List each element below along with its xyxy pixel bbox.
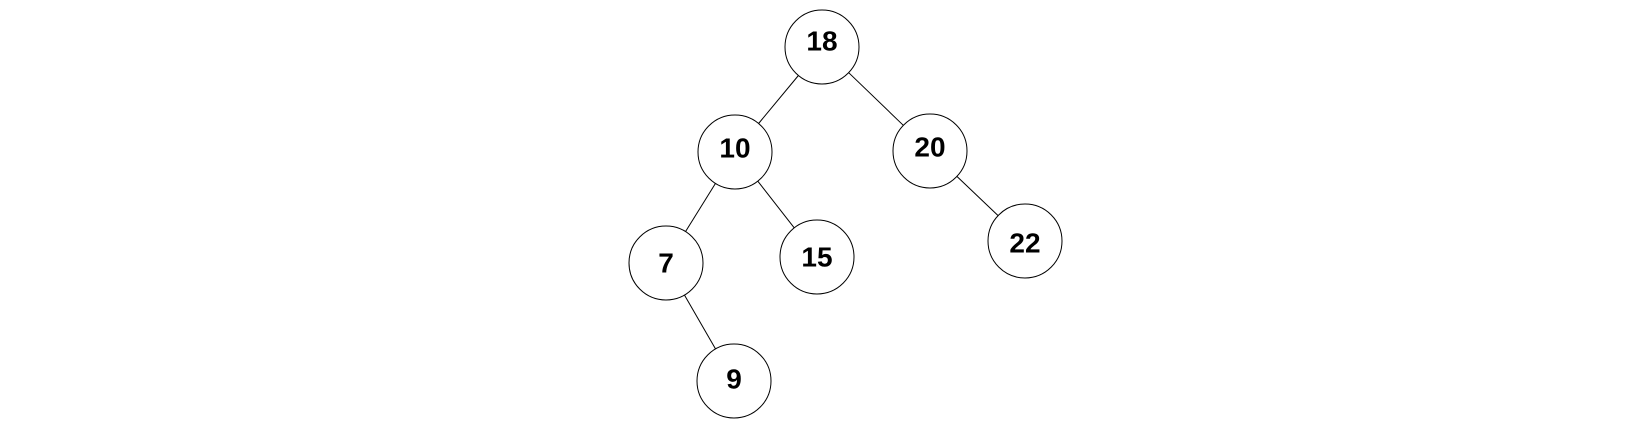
node-label: 20 — [914, 132, 945, 163]
node-circle — [987, 203, 1063, 279]
tree-node-20: 20 — [892, 113, 968, 189]
node-label: 22 — [1009, 228, 1040, 259]
tree-node-22: 22 — [987, 203, 1063, 279]
node-label: 15 — [801, 242, 832, 273]
tree-node-10: 10 — [697, 114, 773, 190]
edge-n10-n15 — [757, 180, 795, 229]
node-label: 10 — [719, 133, 750, 164]
edge-n7-n9 — [684, 294, 716, 350]
edge-n18-n10 — [758, 75, 799, 124]
edge-n18-n20 — [848, 72, 904, 126]
node-circle — [784, 9, 860, 85]
edge-n20-n22 — [956, 176, 999, 216]
tree-node-7: 7 — [628, 225, 704, 301]
node-label: 9 — [726, 364, 742, 395]
node-circle — [892, 113, 968, 189]
tree-nodes: 18 10 20 7 15 22 9 — [628, 9, 1063, 419]
node-label: 18 — [806, 26, 837, 57]
tree-node-9: 9 — [696, 343, 772, 419]
node-circle — [779, 219, 855, 295]
tree-edges — [684, 72, 999, 350]
tree-node-15: 15 — [779, 219, 855, 295]
node-circle — [696, 343, 772, 419]
node-circle — [697, 114, 773, 190]
tree-node-18: 18 — [784, 9, 860, 85]
node-circle — [628, 225, 704, 301]
node-label: 7 — [658, 248, 674, 279]
edge-n10-n7 — [685, 183, 716, 232]
